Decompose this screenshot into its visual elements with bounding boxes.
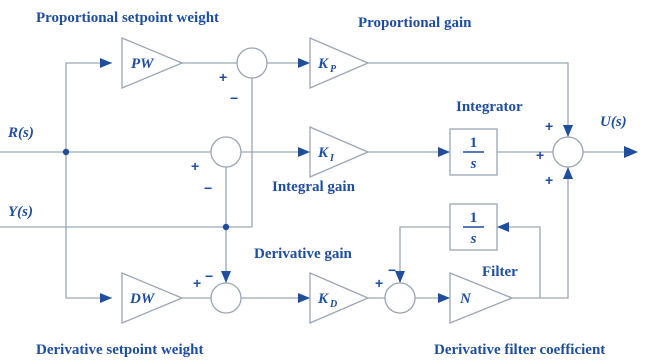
filter-label: Filter: [482, 264, 518, 280]
derivative-filter-coefficient-label: Derivative filter coefficient: [434, 342, 605, 358]
n-to-output-wire: [512, 167, 569, 299]
n-block-label: N: [459, 291, 472, 307]
output-sum-junction: [552, 136, 584, 168]
ki-block-main: K: [317, 145, 329, 161]
measurement-junction-dot: [222, 223, 230, 231]
arrow-into-filter-sum: [395, 271, 405, 283]
integrator-numerator: 1: [470, 135, 478, 151]
kd-block: K D: [309, 272, 370, 324]
dw-block-label: DW: [129, 291, 156, 307]
n-block: N: [449, 272, 514, 324]
proportional-sum-minus: −: [230, 90, 238, 106]
filter-integrator-block: 1 s: [449, 203, 498, 251]
derivative-setpoint-weight-label: Derivative setpoint weight: [36, 342, 203, 358]
derivative-sum-plus: +: [193, 275, 201, 291]
arrow-into-kp: [298, 58, 310, 68]
arrow-into-derivative-sum: [221, 271, 231, 283]
kp-block-sub: P: [330, 64, 337, 75]
filter-sum-plus: +: [375, 275, 383, 291]
arrow-into-n: [438, 293, 450, 303]
pw-block-label: PW: [131, 56, 155, 72]
n-to-filter-integrator-wire: [497, 226, 541, 298]
ki-block: K I: [309, 126, 370, 178]
pw-block: PW: [121, 37, 184, 89]
reference-junction-dot: [62, 148, 70, 156]
arrow-output: [624, 146, 638, 158]
derivative-sum-minus: −: [205, 268, 213, 284]
arrow-into-integrator: [438, 147, 450, 157]
proportional-sum-junction: [236, 47, 268, 79]
kp-to-output-wire: [368, 62, 569, 137]
kd-block-sub: D: [329, 299, 337, 310]
filter-sum-minus: −: [388, 262, 396, 278]
proportional-setpoint-weight-label: Proportional setpoint weight: [36, 10, 219, 26]
signal-wires: [0, 62, 632, 299]
output-sum-plus-bottom: +: [545, 172, 553, 188]
output-sum-plus-left: +: [536, 147, 544, 163]
ki-block-sub: I: [329, 153, 335, 164]
arrow-into-output-sum-bottom: [563, 167, 573, 179]
arrow-into-kd: [298, 293, 310, 303]
dw-block: DW: [121, 272, 184, 324]
proportional-gain-label: Proportional gain: [358, 15, 472, 31]
measurement-signal-label: Y(s): [8, 204, 33, 220]
arrowheads: [100, 58, 638, 303]
arrow-into-output-sum-top: [563, 125, 573, 137]
arrow-into-dw: [100, 293, 112, 303]
reference-to-dw-wire: [65, 152, 112, 299]
kp-block: K P: [309, 37, 370, 89]
output-signal-label: U(s): [600, 114, 627, 130]
integral-gain-label: Integral gain: [272, 179, 356, 195]
integrator-denominator: s: [470, 156, 477, 172]
arrow-into-filter-integrator: [497, 222, 509, 232]
reference-signal-label: R(s): [7, 125, 34, 141]
reference-to-pw-wire: [65, 62, 112, 152]
filter-feedback-wire: [399, 226, 450, 283]
derivative-gain-label: Derivative gain: [254, 246, 353, 262]
integral-sum-minus: −: [204, 180, 212, 196]
integrator-block: 1 s: [449, 128, 498, 176]
filter-sum-junction: [384, 282, 416, 314]
kp-block-main: K: [317, 56, 329, 72]
integrator-label: Integrator: [456, 99, 523, 115]
integral-sum-junction: [210, 136, 242, 168]
arrow-into-ki: [298, 147, 310, 157]
arrow-into-pw: [100, 58, 112, 68]
filter-integrator-numerator: 1: [470, 210, 478, 226]
proportional-sum-plus: +: [219, 69, 227, 85]
filter-integrator-denominator: s: [470, 231, 477, 247]
integral-sum-plus: +: [191, 158, 199, 174]
kd-block-main: K: [317, 291, 329, 307]
derivative-sum-junction: [210, 282, 242, 314]
output-sum-plus-top: +: [545, 118, 553, 134]
